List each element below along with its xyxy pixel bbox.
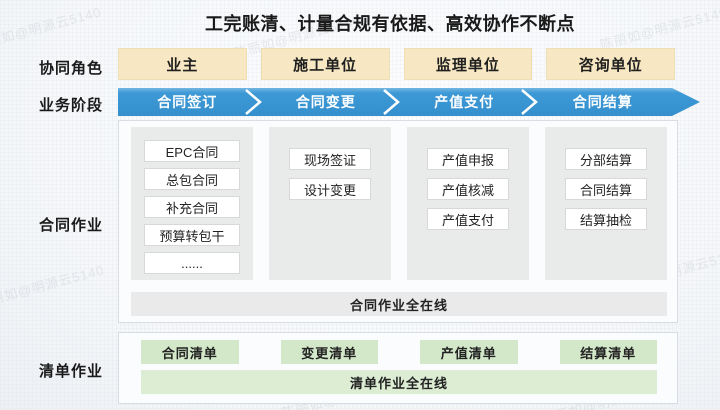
op-item: 总包合同: [144, 168, 240, 190]
list-contract: 合同清单: [141, 340, 239, 364]
list-ops-online-bar: 清单作业全在线: [141, 370, 657, 394]
op-item: 产值核减: [427, 178, 509, 200]
op-item: 预算转包干: [144, 224, 240, 246]
stage-output-payment: 产值支付: [434, 94, 495, 110]
contract-ops-online-bar: 合同作业全在线: [131, 292, 667, 316]
ops-column-payment: 产值申报 产值核减 产值支付: [407, 127, 529, 280]
list-change: 变更清单: [280, 340, 378, 364]
row-label-list-ops: 清单作业: [38, 363, 103, 380]
stage-contract-change: 合同变更: [295, 94, 356, 110]
list-settlement: 结算清单: [559, 340, 657, 364]
ops-column-settlement: 分部结算 合同结算 结算抽检: [545, 127, 667, 280]
op-item: 分部结算: [565, 148, 647, 170]
row-label-contract-ops: 合同作业: [38, 217, 103, 234]
contract-ops-panel: EPC合同 总包合同 补充合同 预算转包干 ...... 现场签证 设计变更 产…: [118, 120, 678, 323]
row-label-stages: 业务阶段: [38, 97, 103, 114]
role-contractor: 施工单位: [260, 48, 390, 80]
stage-contract-signing: 合同签订: [157, 94, 218, 110]
roles-row: 业主 施工单位 监理单位 咨询单位: [118, 48, 675, 80]
op-item: 产值申报: [427, 148, 509, 170]
op-item: ......: [144, 252, 240, 274]
op-item: 现场签证: [289, 148, 371, 170]
op-item: 补充合同: [144, 196, 240, 218]
role-owner: 业主: [118, 48, 247, 80]
arrow-shape-icon: [118, 88, 700, 116]
stage-contract-settlement: 合同结算: [572, 94, 633, 110]
list-ops-row: 合同清单 变更清单 产值清单 结算清单: [141, 340, 657, 364]
role-consultant: 咨询单位: [546, 48, 675, 80]
op-item: 产值支付: [427, 208, 509, 230]
role-supervisor: 监理单位: [403, 48, 533, 80]
slide-title: 工完账清、计量合规有依据、高效协作不断点: [205, 14, 575, 34]
op-item: 设计变更: [289, 178, 371, 200]
op-item: 结算抽检: [565, 208, 647, 230]
op-item: EPC合同: [144, 140, 240, 162]
ops-column-signing: EPC合同 总包合同 补充合同 预算转包干 ......: [131, 127, 253, 280]
op-item: 合同结算: [565, 178, 647, 200]
list-output: 产值清单: [420, 340, 518, 364]
stage-process-arrow: 合同签订 合同变更 产值支付 合同结算: [118, 88, 700, 116]
ops-column-change: 现场签证 设计变更: [269, 127, 391, 280]
list-ops-panel: 合同清单 变更清单 产值清单 结算清单 清单作业全在线: [118, 332, 678, 404]
contract-ops-columns: EPC合同 总包合同 补充合同 预算转包干 ...... 现场签证 设计变更 产…: [131, 127, 667, 280]
row-label-roles: 协同角色: [38, 60, 103, 77]
stage-labels: 合同签订 合同变更 产值支付 合同结算: [118, 88, 672, 116]
watermark: 陈丽如@明源云5140: [0, 262, 107, 311]
